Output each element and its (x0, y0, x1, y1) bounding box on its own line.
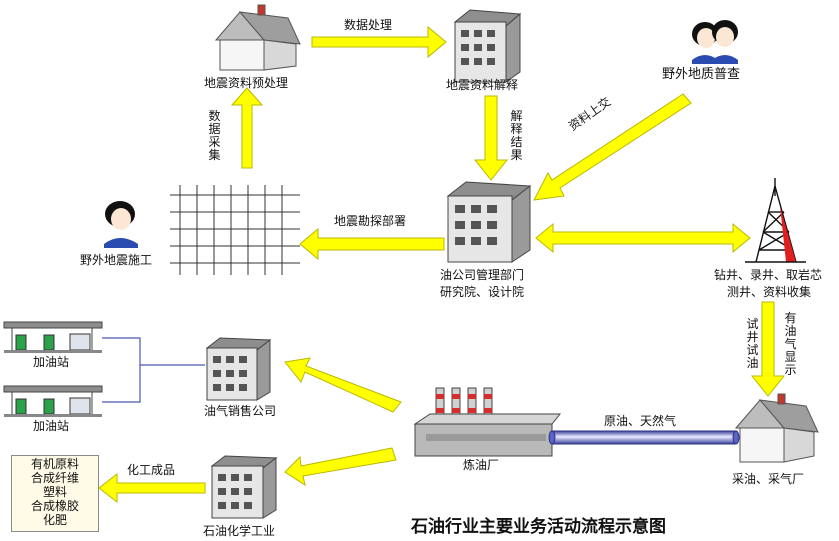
refinery-icon (413, 387, 562, 457)
edge-label-data-processing: 数据处理 (344, 18, 393, 32)
gas-station-2-icon (3, 385, 103, 417)
arrow-data-processing (311, 25, 447, 59)
arrow-to-chemical (284, 447, 397, 487)
people-survey-icon (692, 20, 738, 64)
edge-label-test-well: 试井试油 (746, 317, 759, 370)
node-label-sales: 油气销售公司 (204, 404, 277, 418)
edge-label-data-collection: 数据采集 (208, 109, 221, 162)
node-label-drilling-2: 测井、资料收集 (727, 285, 812, 299)
node-label-preprocess: 地震资料预处理 (204, 76, 289, 90)
pipeline (548, 430, 740, 445)
node-label-oil-company-2: 研究院、设计院 (440, 285, 525, 299)
node-label-drilling-1: 钻井、录井、取岩芯 (714, 268, 823, 282)
node-label-gas-station-1: 加油站 (33, 355, 70, 369)
chem-product-item: 合成纤维 (30, 471, 79, 485)
gas-station-connector (102, 337, 205, 403)
seismic-grid (170, 185, 300, 275)
node-label-production: 采油、采气厂 (732, 472, 805, 486)
edge-label-interp-result: 解释结果 (510, 109, 523, 162)
gas-station-1-icon (3, 321, 103, 353)
building-oil-company-icon (446, 181, 532, 263)
chem-product-item: 合成橡胶 (30, 499, 79, 513)
edge-label-chem-output: 化工成品 (127, 463, 176, 477)
chem-products-box: 有机原料 合成纤维 塑料 合成橡胶 化肥 (11, 455, 99, 532)
node-label-construct: 野外地震施工 (80, 253, 153, 267)
arrow-data-submit (533, 93, 692, 201)
arrow-deploy (299, 227, 445, 261)
node-label-interpret: 地震资料解释 (446, 78, 519, 92)
edge-label-deploy: 地震勘探部署 (334, 214, 407, 228)
arrow-oil-show (750, 301, 786, 397)
node-label-oil-company-1: 油公司管理部门 (440, 268, 525, 282)
node-label-refinery: 炼油厂 (463, 458, 500, 472)
chem-product-item: 塑料 (42, 485, 67, 499)
house-preprocess-icon (214, 4, 301, 71)
edge-label-crude: 原油、天然气 (604, 414, 677, 428)
arrow-chem-output (98, 472, 206, 504)
arrow-oil-drilling (535, 222, 751, 254)
building-chemical-icon (210, 455, 278, 519)
diagram-title: 石油行业主要业务活动流程示意图 (411, 517, 666, 537)
node-label-survey: 野外地质普查 (662, 67, 741, 82)
house-production-icon (734, 393, 819, 463)
person-construct-icon (104, 201, 138, 248)
edge-label-oil-show: 有油气显示 (784, 311, 797, 377)
arrow-to-sales (284, 357, 402, 413)
drilling-tower-icon (745, 178, 806, 263)
building-sales-icon (205, 337, 272, 401)
building-interpret-icon (453, 9, 522, 83)
chem-product-item: 化肥 (42, 513, 67, 527)
arrow-interp-result (473, 95, 509, 181)
chem-product-item: 有机原料 (30, 457, 79, 471)
arrow-data-collection (230, 87, 264, 169)
node-label-chemical: 石油化学工业 (203, 524, 276, 538)
node-label-gas-station-2: 加油站 (33, 419, 70, 433)
